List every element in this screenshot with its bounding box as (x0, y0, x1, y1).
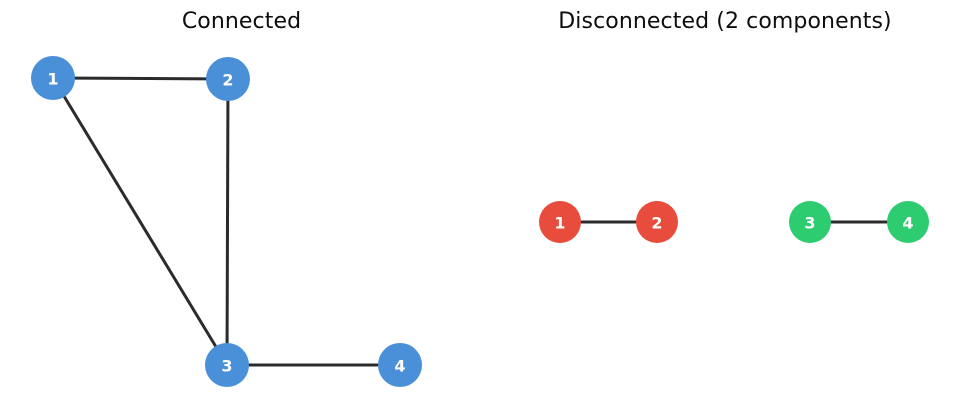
node-circle[interactable] (378, 343, 422, 387)
node-circle[interactable] (636, 201, 678, 243)
graph-node[interactable]: 4 (378, 343, 422, 387)
node-circle[interactable] (205, 343, 249, 387)
node-circle[interactable] (887, 201, 929, 243)
panel-disconnected: Disconnected (2 components) (483, 0, 967, 411)
graph-node[interactable]: 4 (887, 201, 929, 243)
graph-node[interactable]: 3 (789, 201, 831, 243)
panel-disconnected-title: Disconnected (2 components) (558, 9, 892, 34)
graph-edge (51, 77, 229, 366)
panel-connected-title: Connected (181, 9, 302, 34)
graph-edge (225, 78, 230, 366)
node-circle[interactable] (31, 56, 75, 100)
graph-node[interactable]: 2 (206, 57, 250, 101)
node-circle[interactable] (539, 201, 581, 243)
graph-node[interactable]: 1 (539, 201, 581, 243)
edge-group-connected (51, 76, 400, 367)
node-circle[interactable] (206, 57, 250, 101)
graph-edge (52, 76, 229, 81)
graph-node[interactable]: 3 (205, 343, 249, 387)
graph-node[interactable]: 1 (31, 56, 75, 100)
node-circle[interactable] (789, 201, 831, 243)
graph-node[interactable]: 2 (636, 201, 678, 243)
panel-connected: Connected (0, 0, 483, 411)
